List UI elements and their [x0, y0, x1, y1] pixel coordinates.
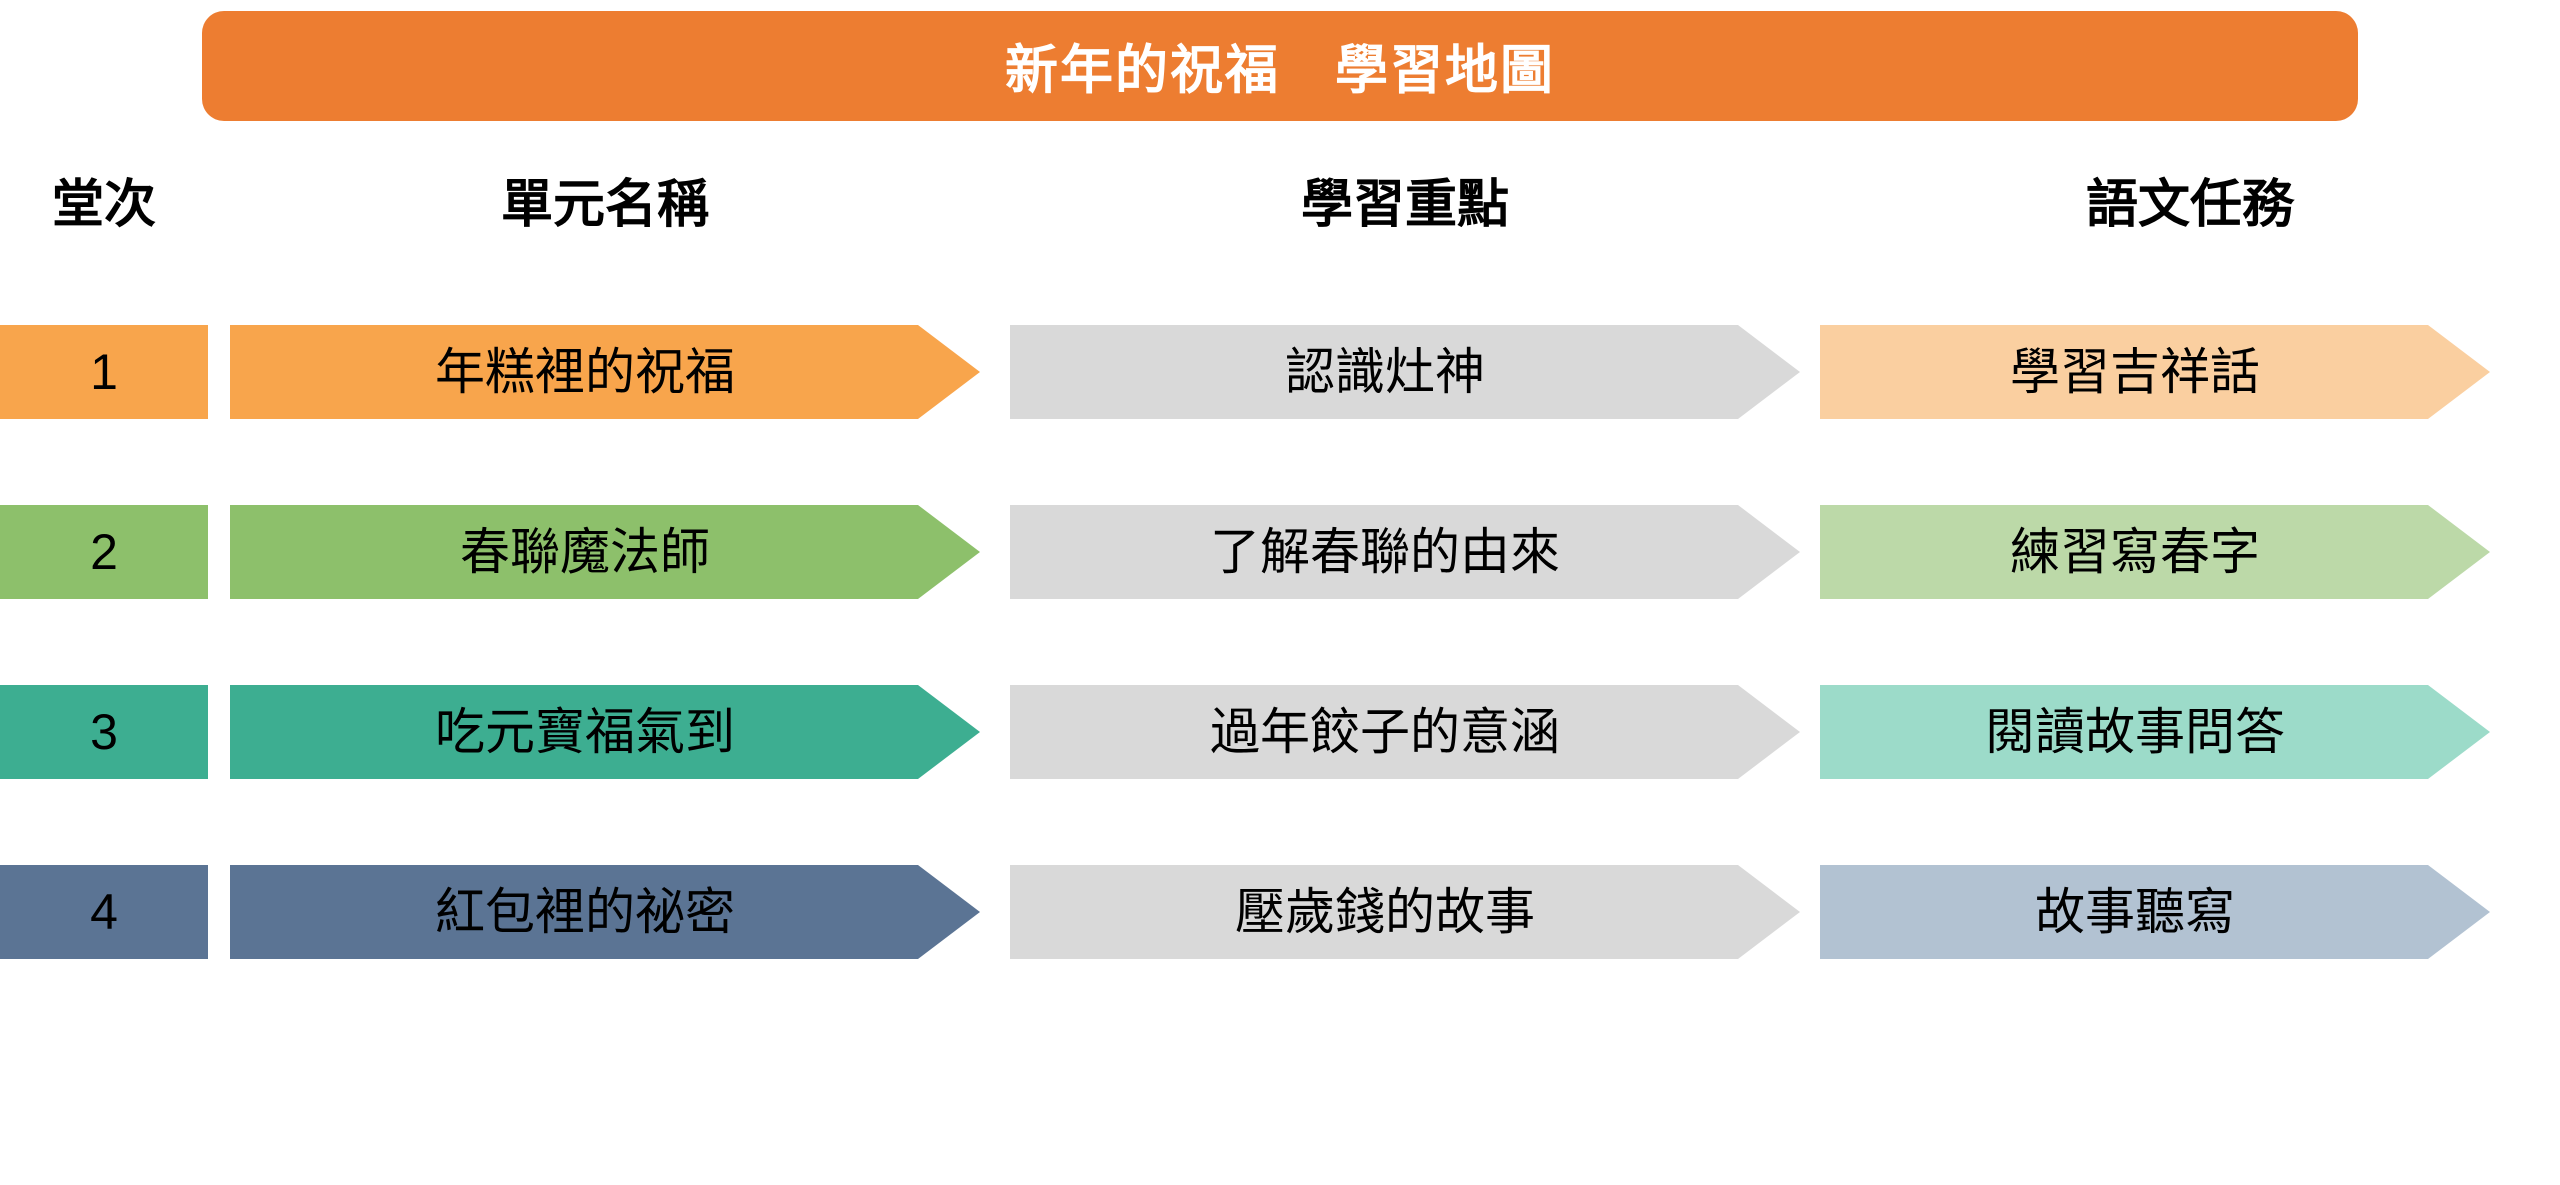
learning-focus-label: 過年餃子的意涵 — [1210, 704, 1560, 760]
lesson-number-label: 1 — [90, 344, 118, 400]
column-header-language-task: 語文任務 — [2085, 176, 2294, 234]
unit-name-chevron: 吃元寶福氣到 — [230, 685, 980, 779]
language-task-chevron: 學習吉祥話 — [1820, 325, 2490, 419]
unit-name-chevron: 春聯魔法師 — [230, 505, 980, 599]
table-row: 1 年糕裡的祝福 認識灶神 學習吉祥話 — [0, 325, 2560, 419]
column-header-lesson-number: 堂次 — [51, 176, 156, 234]
learning-focus-label: 認識灶神 — [1285, 344, 1485, 400]
unit-name-label: 紅包裡的祕密 — [435, 884, 735, 940]
lesson-number-box: 3 — [0, 685, 208, 779]
language-task-chevron: 練習寫春字 — [1820, 505, 2490, 599]
column-header-learning-focus: 學習重點 — [1300, 176, 1509, 234]
learning-focus-chevron: 了解春聯的由來 — [1010, 505, 1800, 599]
unit-name-label: 春聯魔法師 — [460, 524, 710, 580]
table-row: 2 春聯魔法師 了解春聯的由來 練習寫春字 — [0, 505, 2560, 599]
learning-focus-label: 了解春聯的由來 — [1210, 524, 1560, 580]
column-header-unit-name: 單元名稱 — [500, 176, 709, 234]
learning-focus-chevron: 認識灶神 — [1010, 325, 1800, 419]
learning-focus-label: 壓歲錢的故事 — [1235, 884, 1535, 940]
language-task-label: 學習吉祥話 — [2010, 344, 2260, 400]
learning-focus-chevron: 過年餃子的意涵 — [1010, 685, 1800, 779]
language-task-chevron: 故事聽寫 — [1820, 865, 2490, 959]
unit-name-label: 吃元寶福氣到 — [435, 704, 735, 760]
language-task-label: 閱讀故事問答 — [1985, 704, 2285, 760]
language-task-label: 練習寫春字 — [2010, 524, 2260, 580]
column-headers: 堂次 單元名稱 學習重點 語文任務 — [0, 160, 2560, 250]
lesson-number-label: 2 — [90, 524, 118, 580]
lesson-number-box: 4 — [0, 865, 208, 959]
language-task-chevron: 閱讀故事問答 — [1820, 685, 2490, 779]
lesson-number-box: 2 — [0, 505, 208, 599]
unit-name-chevron: 紅包裡的祕密 — [230, 865, 980, 959]
table-row: 3 吃元寶福氣到 過年餃子的意涵 閱讀故事問答 — [0, 685, 2560, 779]
unit-name-chevron: 年糕裡的祝福 — [230, 325, 980, 419]
learning-focus-chevron: 壓歲錢的故事 — [1010, 865, 1800, 959]
lesson-number-label: 3 — [90, 704, 118, 760]
page-title: 新年的祝福 學習地圖 — [1005, 41, 1555, 100]
lesson-number-box: 1 — [0, 325, 208, 419]
table-row: 4 紅包裡的祕密 壓歲錢的故事 故事聽寫 — [0, 865, 2560, 959]
unit-name-label: 年糕裡的祝福 — [435, 344, 735, 400]
lesson-number-label: 4 — [90, 884, 118, 940]
language-task-label: 故事聽寫 — [2035, 884, 2235, 940]
title-banner: 新年的祝福 學習地圖 — [202, 11, 2358, 121]
